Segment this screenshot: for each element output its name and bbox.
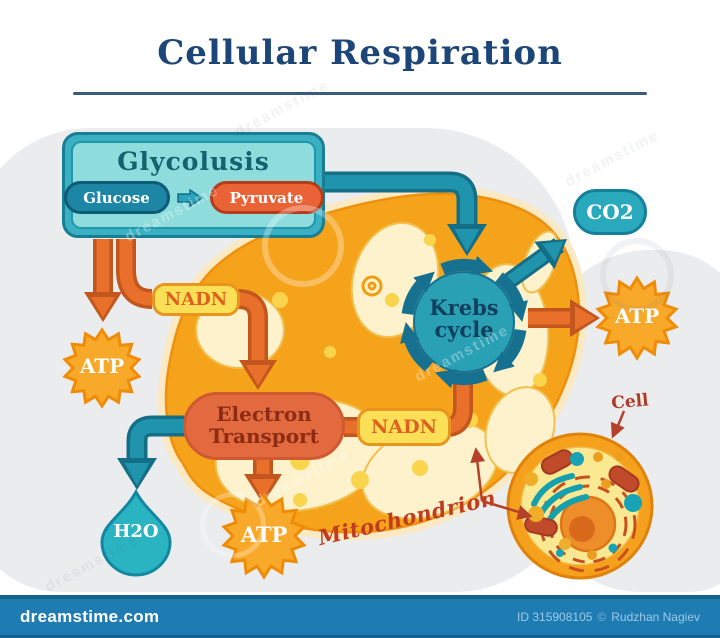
electron-transport-box: Electron Transport — [183, 392, 345, 460]
author-name: Rudzhan Nagiev — [611, 610, 700, 624]
cell-er-rings — [539, 475, 637, 573]
cell-nucleolus — [569, 516, 595, 542]
annotation-arrows — [470, 410, 626, 520]
h2o-label: H2O — [113, 521, 159, 542]
atp-label-left: ATP — [79, 354, 125, 378]
small-arrow-icon — [176, 188, 203, 207]
nadh-pill-bottom: NADN — [357, 408, 451, 446]
co2-pill: CO2 — [573, 189, 647, 235]
nadh-pill-top: NADN — [152, 283, 240, 316]
flow-arrows — [84, 171, 600, 504]
cell-vesicles-teal — [556, 452, 642, 557]
atp-label-right: ATP — [614, 304, 660, 328]
glycolysis-title: Glycolusis — [117, 147, 270, 176]
glycolysis-panel: Glycolusis Glucose Pyruvate — [63, 141, 324, 229]
atp-star-left — [62, 327, 142, 409]
image-id: ID 315908105 — [517, 610, 593, 624]
copyright-symbol: © — [597, 610, 607, 624]
footer-meta: ID 315908105 © Rudzhan Nagiev — [517, 610, 700, 624]
cell-vesicles-gold — [524, 452, 623, 560]
footer-bar: dreamstime.com ID 315908105 © Rudzhan Na… — [0, 595, 720, 638]
pyruvate-pill: Pyruvate — [209, 181, 324, 214]
atp-label-bottom: ATP — [240, 522, 288, 547]
krebs-cycle-arrow-segment — [493, 328, 527, 373]
atp-star-bottom — [221, 492, 307, 580]
title-underline — [73, 92, 647, 95]
atp-star-right — [595, 275, 679, 361]
mitochondrion-swirl — [361, 275, 383, 297]
site-logo: dreamstime.com — [20, 607, 160, 626]
glucose-pill: Glucose — [63, 181, 170, 214]
glycolysis-box: Glycolusis Glucose Pyruvate — [62, 132, 325, 238]
glycolysis-reaction-row: Glucose Pyruvate — [63, 181, 324, 214]
krebs-cycle-wheel — [386, 244, 543, 400]
h2o-droplet — [100, 488, 172, 577]
page-title: Cellular Respiration — [157, 33, 563, 73]
krebs-cycle-label: Krebs cycle — [429, 295, 499, 343]
cell-illustration — [506, 432, 654, 580]
diagram-artwork — [62, 171, 679, 580]
cell-mitochondria — [524, 449, 640, 537]
